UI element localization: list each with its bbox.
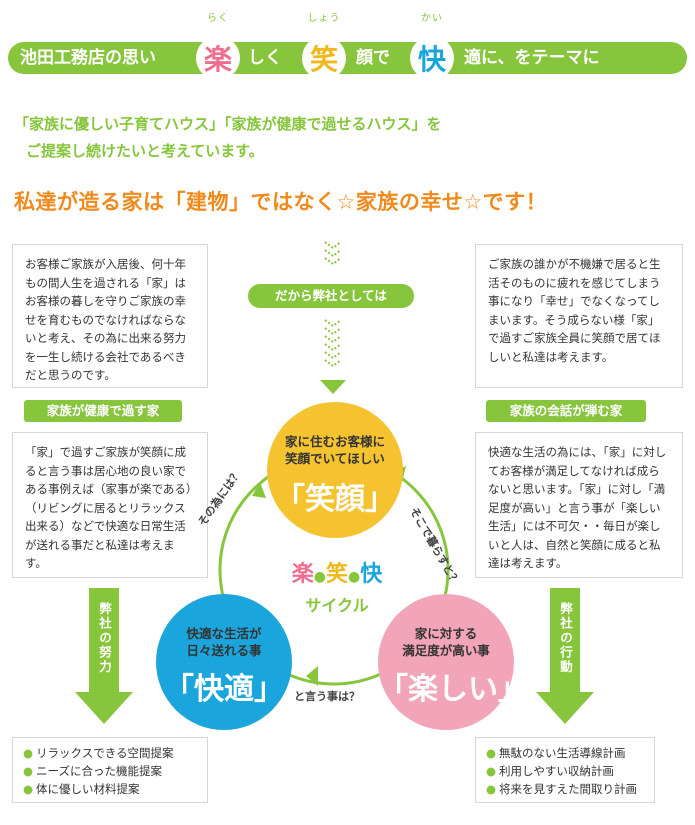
ruby-shou: しょう — [307, 13, 341, 24]
right-down-arrow — [536, 588, 594, 724]
circle-kaiteki-title: 快適な生活が 日々送れる事 — [186, 626, 262, 658]
arc-label-bottom: と言う事は？ — [294, 690, 360, 703]
list-item: 体に優しい材料提案 — [23, 780, 197, 798]
header-band — [8, 42, 687, 74]
list-item: 無駄のない生活導線計画 — [486, 744, 644, 762]
circle-tanoshii-title: 家に対する 満足度が高い事 — [402, 626, 490, 658]
right-text-box: ご家族の誰かが不機嫌で居ると生活そのものに疲れを感じてしまう事になり「幸せ」でな… — [475, 244, 683, 388]
left-down-arrow — [75, 588, 133, 724]
kanji-shou: 笑 — [302, 36, 346, 80]
header-text-2: 顔で — [356, 48, 390, 68]
left-text-box: お客様ご家族が入居後、何十年もの間人生を過される「家」はお客様の暮しを守りご家族… — [12, 244, 208, 388]
right-pill: 家族の会話が弾む家 — [486, 400, 646, 422]
circle-kaiteki — [156, 594, 292, 730]
left-arrow-label: 弊社の努力 — [97, 602, 112, 675]
kanji-raku: 楽 — [196, 36, 240, 80]
top-pill: だから弊社としては — [248, 284, 414, 308]
dotted-chevrons — [320, 241, 346, 394]
circle-egao-title: 家に住むお客様に 笑顔でいてほしい — [284, 434, 385, 466]
center-kanji-shou: 笑 — [325, 562, 348, 587]
list-item: 利用しやすい収納計画 — [486, 762, 644, 780]
left-text-box-2: 「家」で過すご家族が笑顔に成ると言う事は居心地の良い家である事例えば（家事が楽で… — [12, 432, 208, 578]
header-text-3: 適に、をテーマに — [464, 48, 600, 68]
right-arrow-label: 弊社の行動 — [558, 602, 573, 675]
slogan: 私達が造る家は「建物」ではなく☆家族の幸せ☆です！ — [14, 190, 548, 214]
list-item: ニーズに合った機能提案 — [23, 762, 197, 780]
cycle-center-title: 楽●笑●快 — [291, 562, 383, 587]
circle-tanoshii-big: 「楽しい」 — [378, 672, 528, 707]
list-item: リラックスできる空間提案 — [23, 744, 197, 762]
list-item: 将来を見すえた間取り計画 — [486, 780, 644, 798]
circle-kaiteki-big: 「快適」 — [164, 672, 284, 707]
circle-egao — [267, 402, 403, 538]
center-kanji-raku: 楽 — [291, 562, 314, 587]
right-list: 無駄のない生活導線計画 利用しやすい収納計画 将来を見すえた間取り計画 — [475, 737, 655, 803]
ruby-kai: かい — [421, 13, 443, 24]
kanji-kai: 快 — [410, 36, 454, 80]
intro-line-2: ご提案し続けたいと考えています。 — [26, 142, 264, 160]
cycle-center-sub: サイクル — [305, 596, 369, 615]
circle-tanoshii — [378, 594, 514, 730]
header-lead: 池田工務店の思い — [20, 48, 156, 68]
left-pill: 家族が健康で過す家 — [24, 400, 182, 422]
circle-egao-big: 「笑顔」 — [275, 482, 395, 517]
center-kanji-kai: 快 — [360, 562, 383, 587]
header-text-1: しく — [248, 48, 282, 68]
ruby-raku: らく — [207, 13, 229, 24]
left-list: リラックスできる空間提案 ニーズに合った機能提案 体に優しい材料提案 — [12, 737, 208, 803]
right-text-box-2: 快適な生活の為には、「家」に対してお客様が満足してなければ成らないと思います。「… — [475, 432, 683, 578]
intro-line-1: 「家族に優しい子育てハウス」「家族が健康で過せるハウス」を — [14, 115, 442, 133]
